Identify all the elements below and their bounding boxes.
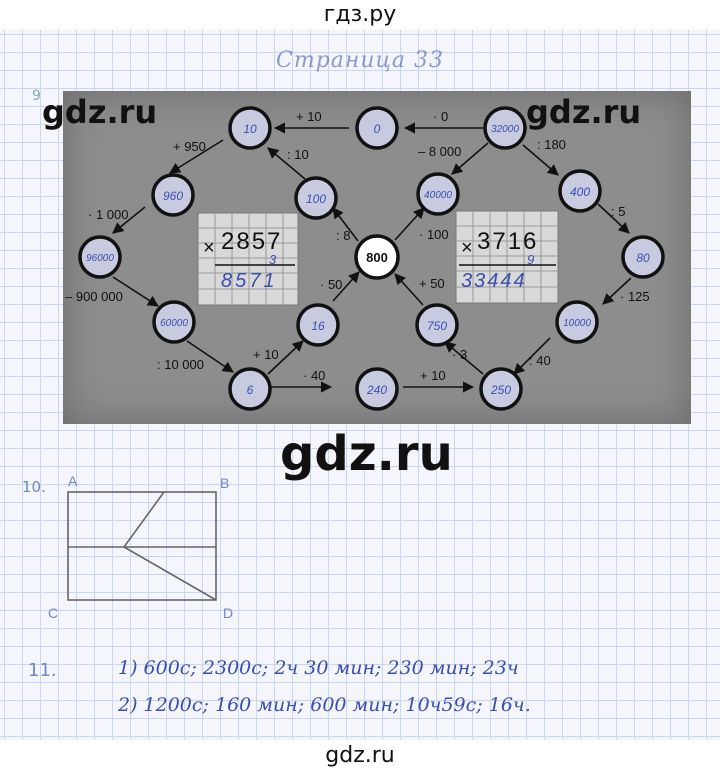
header-bar: гдз.ру [0, 0, 720, 30]
exercise-10-figure: A B C D [48, 473, 233, 621]
svg-text:0: 0 [374, 122, 381, 136]
watermark-right: gdz.ru [526, 93, 642, 131]
svg-text:80: 80 [636, 251, 650, 265]
op-div10: : 10 [287, 147, 309, 162]
exercise-9-number: 9 [32, 88, 41, 104]
op-minus900000: – 900 000 [65, 289, 123, 304]
calc-right-top: 3716 [477, 228, 538, 255]
calc-left-result: 8571 [221, 270, 278, 292]
op-div40: : 40 [529, 353, 551, 368]
op-plus10-mid: + 10 [253, 347, 279, 362]
svg-text:750: 750 [427, 319, 447, 333]
watermark-center: gdz.ru [280, 426, 453, 482]
op-times0: · 0 [433, 109, 448, 124]
exercise-9-photo: × 2857 3 8571 × 3716 9 3344 [63, 91, 691, 424]
svg-text:6: 6 [247, 383, 254, 397]
watermark-left: gdz.ru [42, 93, 158, 131]
chain-nodes: 10 0 32000 960 100 40000 400 96000 800 [78, 106, 665, 411]
page-title: Страница 33 [275, 48, 444, 73]
footer-site[interactable]: gdz.ru [325, 743, 395, 768]
calc-right-sign: × [461, 237, 473, 259]
calc-left-mult: 3 [269, 252, 277, 267]
node-100: 100 [294, 176, 338, 220]
chain-arrows [112, 122, 632, 393]
calc-grid-left: × 2857 3 8571 [197, 212, 299, 306]
calc-grid-right: × 3716 9 33444 [455, 210, 559, 304]
svg-text:240: 240 [366, 383, 387, 397]
exercise-9-diagram: × 2857 3 8571 × 3716 9 3344 [65, 106, 665, 411]
svg-text:800: 800 [366, 250, 388, 265]
node-40000: 40000 [416, 172, 460, 216]
node-10000: 10000 [555, 300, 599, 344]
node-0: 0 [355, 106, 399, 150]
calc-left-top: 2857 [221, 228, 282, 255]
svg-text:60000: 60000 [160, 318, 188, 329]
node-10: 10 [228, 106, 272, 150]
op-div180: : 180 [537, 137, 566, 152]
op-times1000: · 1 000 [88, 207, 128, 222]
op-times40: · 40 [303, 368, 325, 383]
op-div5: : 5 [611, 204, 625, 219]
node-750: 750 [415, 303, 459, 347]
svg-text:10000: 10000 [563, 318, 591, 329]
op-times3: · 3 [452, 347, 467, 362]
header-site[interactable]: гдз.ру [323, 2, 397, 27]
calc-right-result: 33444 [461, 270, 527, 292]
point-b-label: B [220, 475, 229, 491]
op-times125: · 125 [620, 289, 650, 304]
exercise-10-number: 10. [22, 478, 46, 496]
node-800: 800 [354, 234, 400, 280]
calc-right-mult: 9 [527, 252, 534, 267]
calc-left-sign: × [203, 237, 215, 259]
node-250: 250 [479, 367, 523, 411]
point-a-label: A [68, 473, 78, 489]
svg-text:100: 100 [306, 192, 326, 206]
svg-text:960: 960 [163, 189, 183, 203]
node-400: 400 [558, 169, 602, 213]
svg-text:96000: 96000 [86, 253, 114, 264]
op-plus10-bottom: + 10 [420, 368, 446, 383]
svg-text:10: 10 [243, 122, 257, 136]
op-div8: : 8 [336, 228, 350, 243]
svg-text:40000: 40000 [424, 190, 452, 201]
op-plus10-top: + 10 [296, 109, 322, 124]
node-32000: 32000 [483, 106, 527, 150]
svg-text:400: 400 [570, 185, 590, 199]
node-96000: 96000 [78, 235, 122, 279]
node-80: 80 [621, 235, 665, 279]
op-plus950: + 950 [173, 139, 206, 154]
op-minus8000: – 8 000 [418, 144, 461, 159]
node-60000: 60000 [152, 300, 196, 344]
node-240: 240 [355, 367, 399, 411]
node-16: 16 [296, 303, 340, 347]
point-c-label: C [48, 605, 58, 621]
exercise-11-number: 11. [28, 660, 57, 681]
svg-text:250: 250 [490, 383, 511, 397]
op-times100: · 100 [419, 227, 449, 242]
exercise-11-line-1: 1) 600с; 2300с; 2ч 30 мин; 230 мин; 23ч [118, 657, 519, 679]
node-6: 6 [228, 367, 272, 411]
svg-text:16: 16 [311, 319, 325, 333]
svg-text:32000: 32000 [491, 124, 519, 135]
op-times50: · 50 [320, 277, 342, 292]
op-plus50: + 50 [419, 276, 445, 291]
footer-bar: gdz.ru [0, 740, 720, 771]
point-d-label: D [223, 605, 233, 621]
node-960: 960 [151, 173, 195, 217]
exercise-11-line-2: 2) 1200с; 160 мин; 600 мин; 10ч59с; 16ч. [118, 694, 531, 716]
op-div10000: : 10 000 [157, 357, 204, 372]
op-labels: + 10 · 0 + 950 : 10 – 8 000 : 180 · 1 00… [65, 109, 650, 383]
